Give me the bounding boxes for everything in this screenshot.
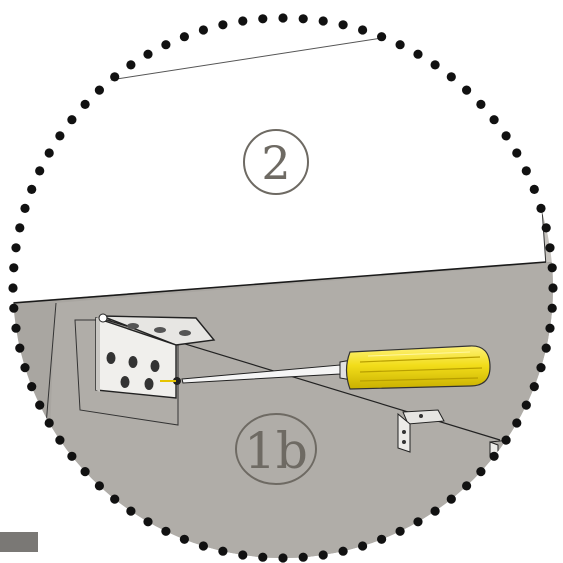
border-dot — [11, 323, 21, 333]
screwdriver-icon — [181, 345, 491, 390]
border-dot — [547, 263, 557, 273]
border-dot — [9, 303, 19, 313]
border-dot — [110, 72, 120, 82]
border-dot — [126, 60, 136, 70]
border-dot — [529, 184, 539, 194]
border-dot — [395, 526, 405, 536]
border-dot — [512, 418, 522, 428]
l-bracket-icon — [95, 313, 216, 399]
border-dot — [338, 20, 348, 30]
border-dot — [521, 400, 531, 410]
wall-panel — [45, 262, 553, 558]
border-dot — [126, 506, 136, 516]
border-dot — [298, 552, 308, 562]
corner-tab — [0, 532, 38, 552]
border-dot — [529, 382, 539, 392]
border-dot — [238, 550, 248, 560]
border-dot — [541, 223, 551, 233]
border-dot — [94, 85, 104, 95]
border-dot — [462, 85, 472, 95]
border-dot — [501, 131, 511, 141]
border-dot — [476, 467, 486, 477]
border-dot — [55, 131, 65, 141]
border-dot — [545, 243, 555, 253]
border-dot — [462, 481, 472, 491]
border-dot — [67, 451, 77, 461]
border-dot — [318, 16, 328, 26]
border-dot — [110, 494, 120, 504]
border-dot — [27, 184, 37, 194]
border-dot — [27, 382, 37, 392]
step-2-label: 2 — [243, 129, 309, 195]
border-dot — [44, 148, 54, 158]
border-dot — [15, 343, 25, 353]
border-dot — [521, 166, 531, 176]
border-dot — [218, 20, 228, 30]
border-dot — [238, 16, 248, 26]
border-dot — [8, 283, 18, 293]
border-dot — [501, 435, 511, 445]
border-dot — [278, 13, 288, 23]
border-dot — [80, 467, 90, 477]
border-dot — [318, 550, 328, 560]
border-dot — [179, 32, 189, 42]
border-dot — [541, 343, 551, 353]
border-dot — [338, 546, 348, 556]
border-dot — [179, 534, 189, 544]
border-dot — [20, 363, 30, 373]
wall-top-edge — [13, 261, 547, 305]
border-dot — [446, 494, 456, 504]
border-dot — [547, 303, 557, 313]
border-dot — [143, 49, 153, 59]
border-dot — [20, 203, 30, 213]
border-dot — [35, 166, 45, 176]
border-dot — [512, 148, 522, 158]
border-dot — [67, 115, 77, 125]
small-bracket-icon — [397, 409, 445, 453]
border-dot — [489, 451, 499, 461]
border-dot — [44, 418, 54, 428]
border-dot — [377, 534, 387, 544]
border-dot — [446, 72, 456, 82]
border-dot — [35, 400, 45, 410]
border-dot — [9, 263, 19, 273]
border-dot — [430, 506, 440, 516]
border-dot — [198, 25, 208, 35]
step-1b-label: 1b — [235, 413, 317, 485]
border-dot — [536, 363, 546, 373]
border-dot — [545, 323, 555, 333]
border-dot — [198, 541, 208, 551]
svg-text:2: 2 — [261, 136, 290, 190]
ceiling-edge-line — [109, 35, 396, 81]
border-dot — [55, 435, 65, 445]
border-dot — [430, 60, 440, 70]
border-dot — [377, 32, 387, 42]
border-dot — [15, 223, 25, 233]
border-dot — [161, 40, 171, 50]
border-dot — [358, 25, 368, 35]
border-dot — [278, 553, 288, 563]
border-dot — [143, 517, 153, 527]
border-dot — [11, 243, 21, 253]
border-dot — [218, 546, 228, 556]
border-dot — [413, 517, 423, 527]
border-dot — [536, 203, 546, 213]
border-dot — [476, 99, 486, 109]
border-dot — [489, 115, 499, 125]
border-dot — [94, 481, 104, 491]
border-dot — [80, 99, 90, 109]
border-dot — [258, 14, 268, 24]
dotted-circle-border — [8, 13, 558, 563]
border-dot — [258, 552, 268, 562]
border-dot — [395, 40, 405, 50]
border-dot — [358, 541, 368, 551]
border-dot — [298, 14, 308, 24]
border-dot — [548, 283, 558, 293]
svg-text:1b: 1b — [244, 422, 308, 480]
border-dot — [413, 49, 423, 59]
border-dot — [161, 526, 171, 536]
